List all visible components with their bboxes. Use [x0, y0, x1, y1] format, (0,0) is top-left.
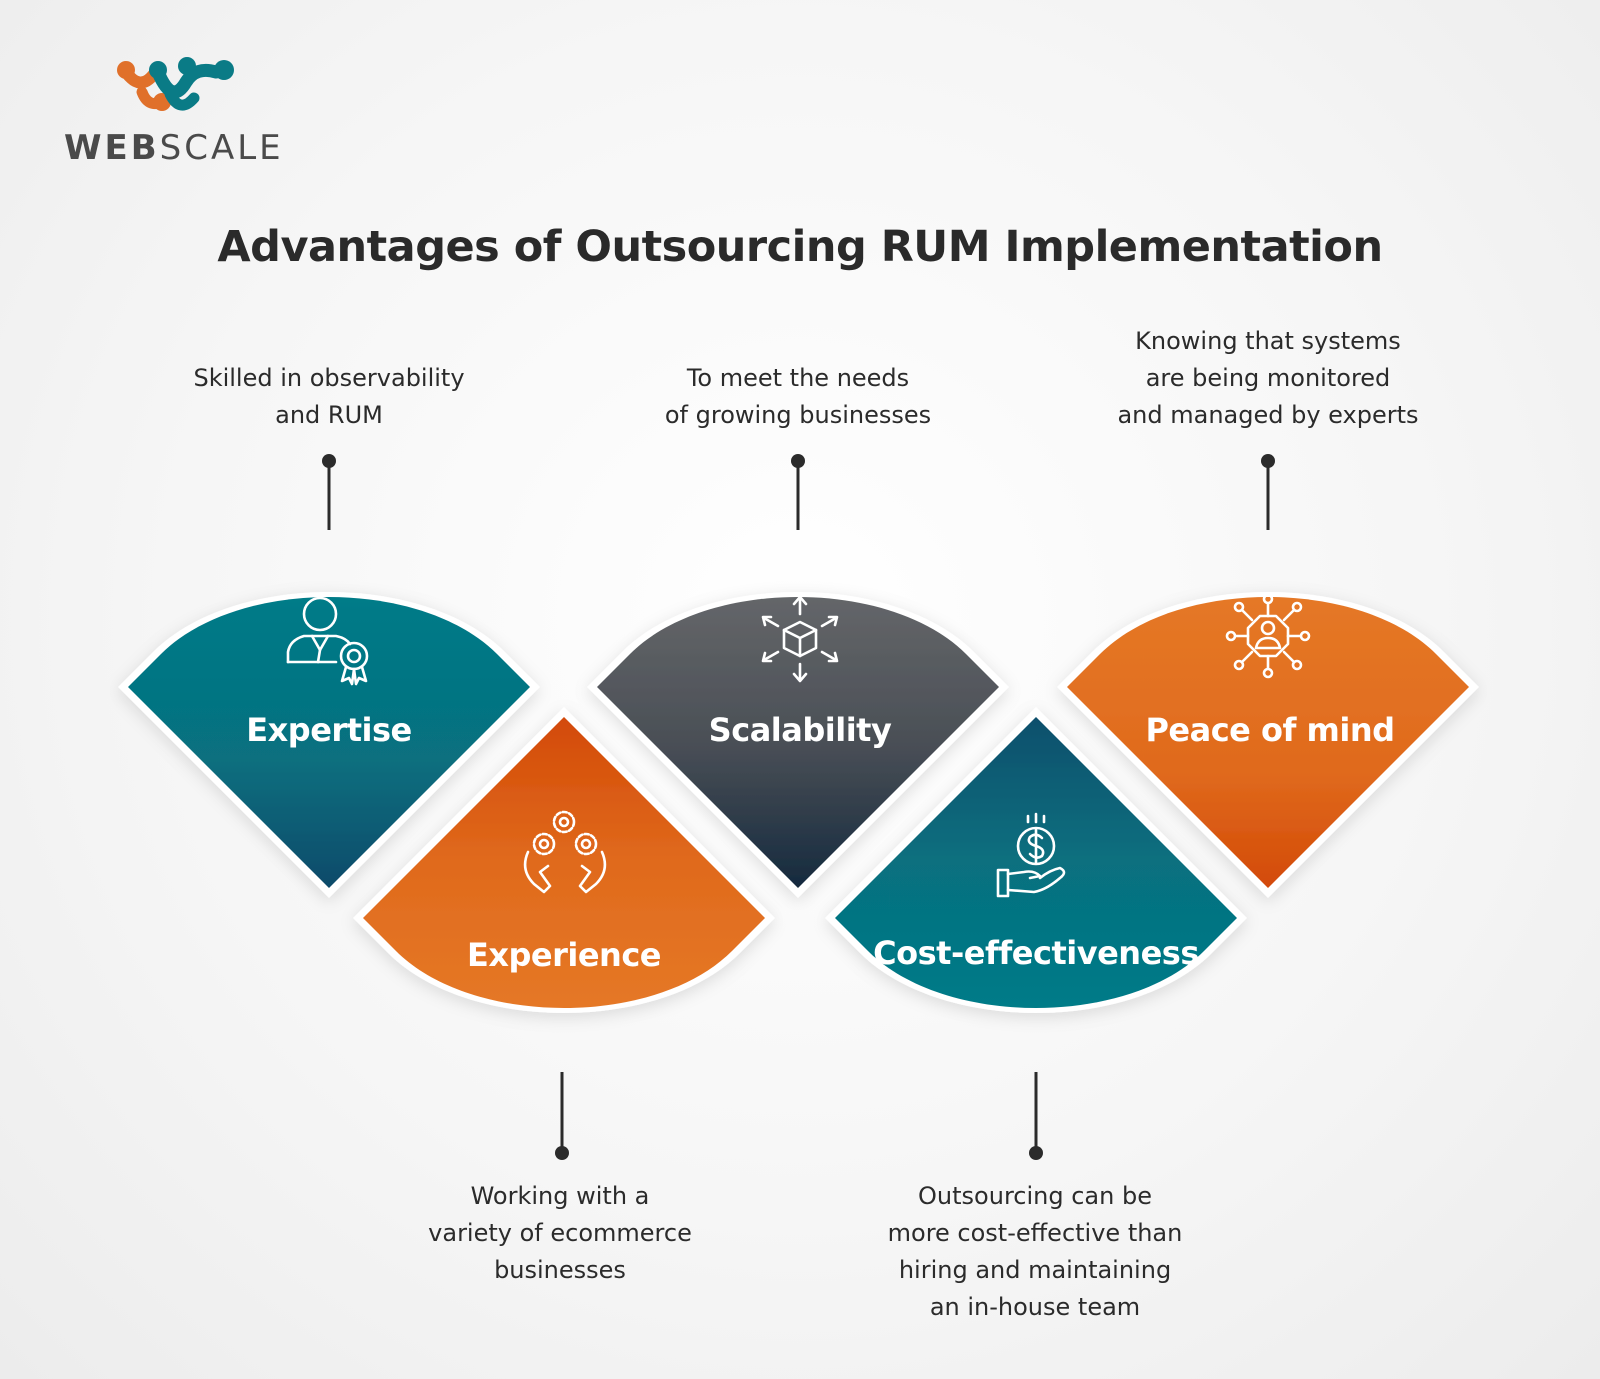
hand-coin-icon	[996, 812, 1066, 898]
description-line: Working with a	[470, 1182, 650, 1210]
card-label-cost-effectiveness: Cost-effectiveness	[873, 934, 1199, 972]
description-line: hiring and maintaining	[898, 1256, 1172, 1284]
description-line: Skilled in observability	[193, 364, 465, 392]
card-scalability	[587, 592, 1009, 898]
card-label-scalability: Scalability	[708, 711, 892, 749]
connector-expertise	[322, 454, 336, 530]
description-experience: Working with a variety of ecommerce busi…	[380, 1178, 740, 1289]
logo-wordmark-light: SCALE	[159, 128, 284, 168]
page-title: Advantages of Outsourcing RUM Implementa…	[217, 222, 1383, 272]
cube-arrows-icon	[761, 595, 839, 683]
card-experience	[353, 707, 775, 1013]
description-line: Knowing that systems	[1135, 327, 1401, 355]
hands-gears-icon	[523, 810, 607, 894]
description-line: more cost-effective than	[887, 1219, 1183, 1247]
description-line: are being monitored	[1145, 364, 1391, 392]
card-label-experience: Experience	[466, 936, 662, 974]
card-label-peace-of-mind: Peace of mind	[1145, 711, 1395, 749]
card-peace-of-mind	[1057, 592, 1479, 898]
description-scalability: To meet the needs of growing businesses	[618, 360, 978, 434]
logo-wordmark: WEBSCALE	[64, 128, 284, 168]
description-line: businesses	[494, 1256, 626, 1284]
description-expertise: Skilled in observability and RUM	[149, 360, 509, 434]
employee-badge-icon	[286, 596, 369, 686]
connector-experience	[555, 1072, 569, 1160]
description-peace-of-mind: Knowing that systems are being monitored…	[1088, 323, 1448, 434]
description-cost-effectiveness: Outsourcing can be more cost-effective t…	[855, 1178, 1215, 1326]
description-line: variety of ecommerce	[428, 1219, 692, 1247]
description-line: of growing businesses	[664, 401, 932, 429]
description-line: and RUM	[275, 401, 383, 429]
logo-wordmark-bold: WEB	[64, 128, 160, 168]
description-line: To meet the needs	[686, 364, 910, 392]
connector-scalability	[791, 454, 805, 530]
description-line: and managed by experts	[1117, 401, 1419, 429]
card-expertise	[118, 592, 540, 898]
card-label-expertise: Expertise	[246, 711, 412, 749]
connector-peace-of-mind	[1261, 454, 1275, 530]
description-line: Outsourcing can be	[918, 1182, 1152, 1210]
description-line: an in-house team	[929, 1293, 1141, 1321]
webscale-logo	[117, 57, 234, 111]
connector-cost-effectiveness	[1029, 1072, 1043, 1160]
network-person-icon	[1225, 593, 1311, 679]
